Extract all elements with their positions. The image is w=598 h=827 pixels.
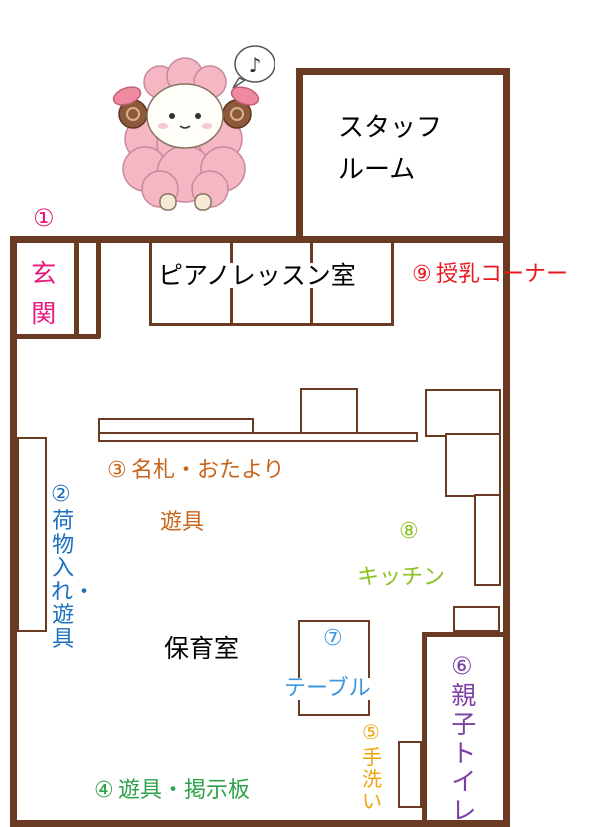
kitchen-number: ⑧ (399, 519, 419, 544)
svg-text:♪: ♪ (249, 53, 262, 77)
entrance-wall-right (96, 240, 101, 338)
entrance-wall-bottom (10, 334, 100, 339)
luggage-number: ② (51, 482, 71, 507)
sheep-mascot-icon: ♪ (112, 45, 275, 211)
table-box (298, 620, 370, 716)
toilet-wall-left (422, 632, 427, 827)
piano-room-label: ピアノレッスン室 (156, 261, 358, 290)
table-label: テーブル (284, 676, 371, 701)
staff-room-label: スタッフ ルーム (338, 113, 443, 185)
nameplate-label: 名札・おたより (131, 458, 285, 483)
kitchen-counter-low (474, 494, 501, 586)
outer-wall-left (10, 236, 17, 827)
toilet-number: ⑥ (451, 652, 473, 680)
kitchen-label: キッチン (357, 565, 446, 590)
toilet-shelf (453, 606, 500, 632)
toys-label: 遊具 (160, 510, 205, 535)
music-note-icon: ♪ (232, 45, 275, 89)
luggage-label: 荷物入れ・遊具 (51, 509, 96, 652)
nursing-label: 授乳コーナー (436, 262, 569, 287)
toilet-wall-top (422, 632, 510, 637)
board-label: 遊具・掲示板 (118, 778, 251, 803)
toilet-label: 親子トイレ (451, 681, 477, 825)
staff-room-wall-left (296, 68, 303, 242)
handwash-label: 手洗い (362, 745, 382, 813)
handwash-number: ⑤ (362, 720, 380, 744)
table-number: ⑦ (323, 626, 343, 651)
outer-wall-top (10, 236, 510, 243)
staff-room-wall-right (503, 68, 510, 242)
outer-wall-bottom (10, 820, 510, 827)
entrance-label: 玄関 (31, 259, 57, 328)
nameplate-number: ③ (107, 458, 127, 483)
entrance-number: ① (33, 204, 55, 232)
nameplate-shelf (98, 432, 418, 442)
cabinet-box (300, 388, 358, 434)
main-room-label: 保育室 (164, 634, 240, 663)
entrance-wall-mid (74, 240, 79, 338)
outer-wall-right (503, 236, 510, 827)
kitchen-counter-top (425, 389, 501, 437)
luggage-shelf (17, 437, 47, 632)
nursing-number: ⑨ (412, 262, 432, 287)
staff-room-wall-top (296, 68, 510, 75)
kitchen-counter-mid (445, 433, 501, 497)
handwash-sink (398, 741, 422, 808)
board-number: ④ (94, 778, 114, 803)
